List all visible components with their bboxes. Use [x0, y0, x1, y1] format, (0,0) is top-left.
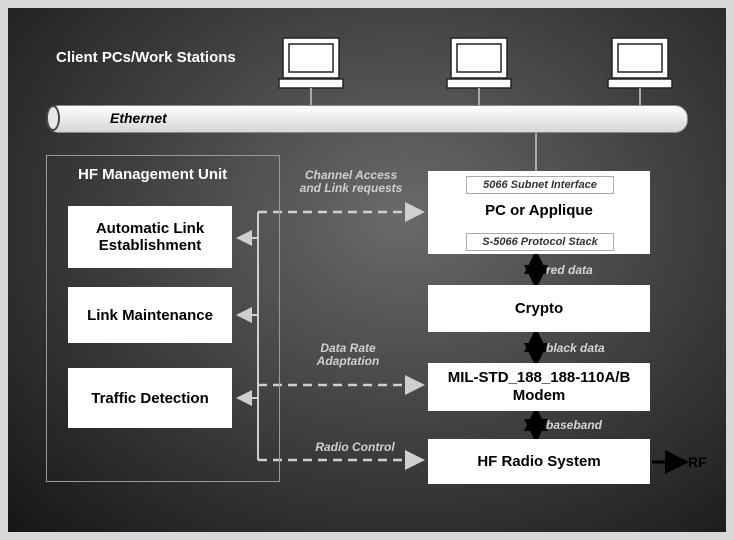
client-computer-icon — [278, 37, 344, 89]
rf-label: RF — [688, 454, 707, 470]
ethernet-bus — [46, 105, 688, 133]
radio-control-label: Radio Control — [315, 440, 395, 454]
modem-box: MIL-STD_188_188-110A/B Modem — [428, 363, 650, 411]
radio-box: HF Radio System — [428, 439, 650, 484]
pc-applique-box: 5066 Subnet Interface PC or Applique S-5… — [428, 171, 650, 254]
ale-box: Automatic Link Establishment — [68, 206, 232, 268]
client-computer-icon — [446, 37, 512, 89]
clients-title: Client PCs/Work Stations — [56, 49, 236, 66]
black-data-label: black data — [546, 341, 605, 355]
hf-management-title: HF Management Unit — [78, 166, 228, 183]
link-maintenance-box: Link Maintenance — [68, 287, 232, 343]
data-rate-label: Data Rate Adaptation — [316, 341, 380, 368]
client-computer-icon — [607, 37, 673, 89]
protocol-stack-label: S-5066 Protocol Stack — [466, 233, 614, 251]
red-data-label: red data — [546, 263, 593, 277]
hf-management-unit — [46, 155, 280, 482]
ethernet-label: Ethernet — [110, 110, 167, 126]
baseband-label: baseband — [546, 418, 603, 432]
traffic-detection-box: Traffic Detection — [68, 368, 232, 428]
subnet-interface-label: 5066 Subnet Interface — [466, 176, 614, 194]
pc-applique-title: PC or Applique — [485, 202, 593, 219]
crypto-box: Crypto — [428, 285, 650, 332]
channel-access-label: Channel Access and Link requests — [299, 168, 403, 195]
ethernet-bus-cap — [46, 105, 60, 131]
